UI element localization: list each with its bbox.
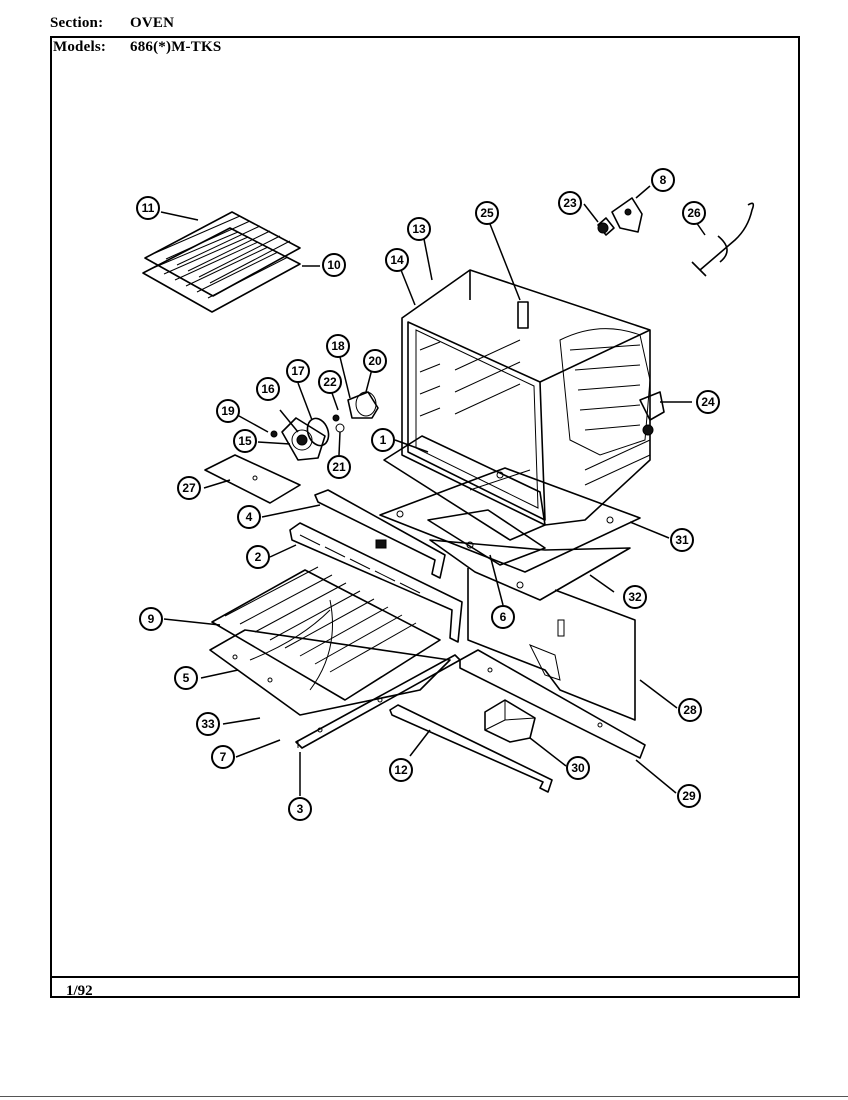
footer-divider bbox=[50, 976, 800, 978]
callout-23: 23 bbox=[558, 191, 582, 215]
callout-9: 9 bbox=[139, 607, 163, 631]
callout-11: 11 bbox=[136, 196, 160, 220]
broiler-grid bbox=[211, 566, 441, 701]
svg-text:29: 29 bbox=[682, 789, 696, 803]
callout-3: 3 bbox=[288, 797, 312, 821]
control-box bbox=[484, 699, 536, 743]
callout-13: 13 bbox=[407, 217, 431, 241]
vent-panel bbox=[289, 522, 463, 643]
callout-7: 7 bbox=[211, 745, 235, 769]
svg-text:33: 33 bbox=[201, 717, 215, 731]
svg-text:31: 31 bbox=[675, 533, 689, 547]
models-label: Models: bbox=[53, 39, 107, 55]
thermostat-sensor bbox=[597, 217, 615, 236]
broiler-pan bbox=[209, 629, 451, 716]
svg-text:3: 3 bbox=[297, 802, 304, 816]
svg-text:26: 26 bbox=[687, 206, 701, 220]
side-rail bbox=[459, 649, 646, 759]
burner-valve bbox=[639, 391, 665, 436]
mounting-bracket bbox=[611, 197, 643, 233]
svg-text:27: 27 bbox=[182, 481, 196, 495]
svg-text:13: 13 bbox=[412, 222, 426, 236]
diagram-frame bbox=[50, 36, 800, 998]
oven-rack-lower bbox=[142, 227, 301, 313]
callout-12: 12 bbox=[389, 758, 413, 782]
burner-housing bbox=[347, 391, 379, 419]
callout-26: 26 bbox=[682, 201, 706, 225]
callout-15: 15 bbox=[233, 429, 257, 453]
svg-text:30: 30 bbox=[571, 761, 585, 775]
callout-29: 29 bbox=[677, 784, 701, 808]
wire-harness bbox=[691, 202, 755, 277]
svg-text:20: 20 bbox=[368, 354, 382, 368]
svg-text:7: 7 bbox=[220, 750, 227, 764]
lower-back-panel bbox=[467, 568, 636, 721]
svg-text:15: 15 bbox=[238, 434, 252, 448]
callout-24: 24 bbox=[696, 390, 720, 414]
oven-liner bbox=[401, 269, 651, 526]
svg-text:22: 22 bbox=[323, 375, 337, 389]
oven-rack-upper bbox=[144, 211, 301, 297]
svg-text:11: 11 bbox=[142, 201, 155, 215]
callout-18: 18 bbox=[326, 334, 350, 358]
footer-date: 1/92 bbox=[66, 983, 93, 999]
svg-text:17: 17 bbox=[291, 364, 305, 378]
leader-lines bbox=[160, 185, 706, 796]
callout-27: 27 bbox=[177, 476, 201, 500]
callout-6: 6 bbox=[491, 605, 515, 629]
burner-box-floor bbox=[379, 467, 641, 601]
svg-text:18: 18 bbox=[331, 339, 345, 353]
callout-4: 4 bbox=[237, 505, 261, 529]
svg-text:28: 28 bbox=[683, 703, 697, 717]
svg-text:24: 24 bbox=[701, 395, 715, 409]
callout-10: 10 bbox=[322, 253, 346, 277]
section-value: OVEN bbox=[130, 15, 175, 31]
gasket-ring bbox=[306, 417, 330, 447]
callout-16: 16 bbox=[256, 377, 280, 401]
callout-30: 30 bbox=[566, 756, 590, 780]
section-line: Section: OVEN bbox=[50, 15, 174, 32]
callout-28: 28 bbox=[678, 698, 702, 722]
callout-25: 25 bbox=[475, 201, 499, 225]
callout-33: 33 bbox=[196, 712, 220, 736]
svg-text:1: 1 bbox=[380, 433, 387, 447]
callout-5: 5 bbox=[174, 666, 198, 690]
svg-text:2: 2 bbox=[255, 550, 262, 564]
callout-2: 2 bbox=[246, 545, 270, 569]
svg-text:9: 9 bbox=[148, 612, 155, 626]
svg-text:12: 12 bbox=[394, 763, 408, 777]
callout-8: 8 bbox=[651, 168, 675, 192]
callout-21: 21 bbox=[327, 455, 351, 479]
heat-deflector bbox=[314, 489, 446, 579]
callout-32: 32 bbox=[623, 585, 647, 609]
callout-31: 31 bbox=[670, 528, 694, 552]
svg-text:10: 10 bbox=[327, 258, 341, 272]
callout-19: 19 bbox=[216, 399, 240, 423]
igniter-bracket bbox=[281, 417, 326, 461]
svg-text:14: 14 bbox=[390, 253, 404, 267]
svg-text:5: 5 bbox=[183, 671, 190, 685]
svg-text:6: 6 bbox=[500, 610, 507, 624]
igniter-plate bbox=[204, 454, 301, 504]
callout-1: 1 bbox=[371, 428, 395, 452]
models-value: 686(*)M-TKS bbox=[130, 39, 222, 55]
section-label: Section: bbox=[50, 15, 104, 31]
svg-text:16: 16 bbox=[261, 382, 275, 396]
callout-14: 14 bbox=[385, 248, 409, 272]
svg-text:4: 4 bbox=[246, 510, 253, 524]
models-line: Models: 686(*)M-TKS bbox=[53, 39, 221, 56]
page-bottom-rule bbox=[0, 1096, 848, 1097]
svg-text:23: 23 bbox=[563, 196, 577, 210]
svg-text:32: 32 bbox=[628, 590, 642, 604]
svg-text:8: 8 bbox=[660, 173, 667, 187]
bottom-trim-rail bbox=[389, 704, 553, 793]
callout-20: 20 bbox=[363, 349, 387, 373]
svg-text:21: 21 bbox=[332, 460, 346, 474]
callout-22: 22 bbox=[318, 370, 342, 394]
callout-17: 17 bbox=[286, 359, 310, 383]
svg-text:25: 25 bbox=[480, 206, 494, 220]
svg-text:19: 19 bbox=[221, 404, 235, 418]
